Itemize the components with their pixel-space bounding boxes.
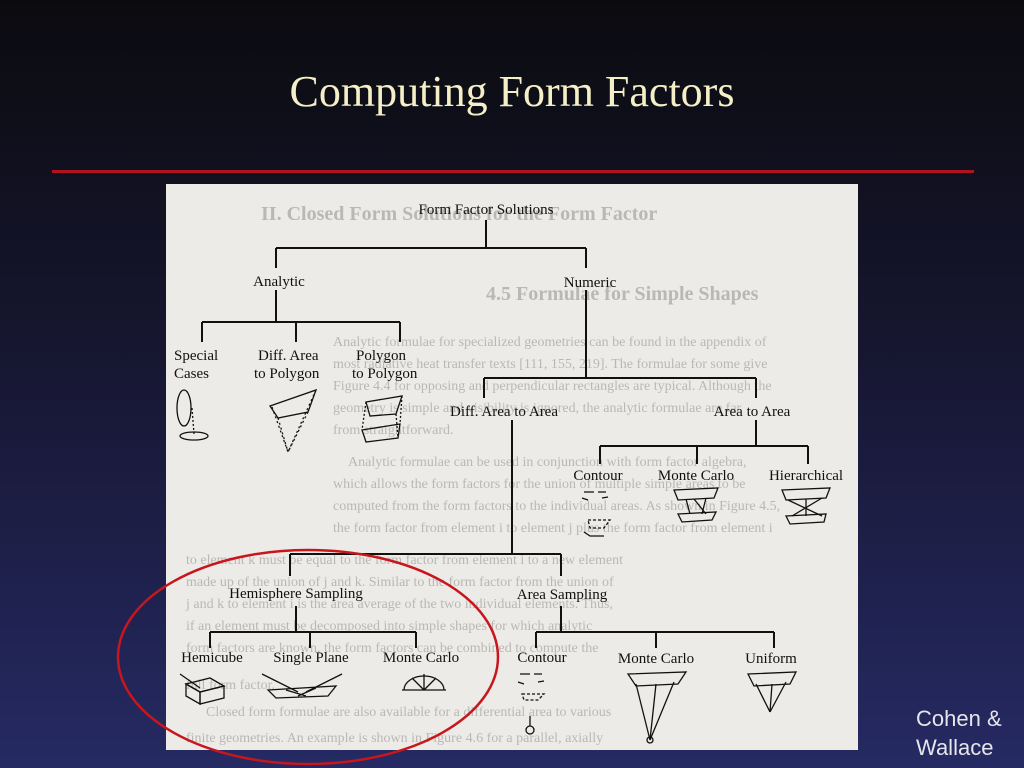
polygon-polygon-illustration — [361, 395, 403, 443]
node-polygon-polygon-line2: to Polygon — [352, 366, 418, 382]
bg-line: Figure 4.4 for opposing and perpendicula… — [333, 379, 772, 394]
node-contour-bottom: Contour — [517, 650, 566, 666]
node-hierarchical: Hierarchical — [769, 468, 843, 484]
monte-carlo-top-illustration — [673, 487, 719, 523]
node-diff-area-polygon-line2: to Polygon — [254, 366, 320, 382]
node-hemicube: Hemicube — [181, 650, 243, 666]
bg-line: to element k must be equal to the form f… — [186, 553, 623, 568]
bg-line: the form factor from element i to elemen… — [333, 521, 773, 536]
bg-line: geometry is simple and visibility is ign… — [333, 401, 742, 416]
contour-top-illustration — [581, 491, 612, 537]
bg-line: most radiative heat transfer texts [111,… — [333, 357, 768, 372]
node-diff-area-to-area: Diff. Area to Area — [450, 404, 558, 420]
uniform-illustration — [746, 671, 798, 713]
bg-heading-1: II. Closed Form Solutions for the Form F… — [261, 203, 657, 225]
node-form-factor-solutions: Form Factor Solutions — [418, 202, 553, 218]
credit-line-1: Cohen & — [916, 706, 1002, 731]
title-underline — [52, 170, 974, 173]
special-cases-illustration — [176, 389, 209, 441]
credit-line-2: Wallace — [916, 735, 994, 760]
contour-bottom-illustration — [517, 673, 546, 735]
node-contour-top: Contour — [573, 468, 622, 484]
node-hemisphere-sampling: Hemisphere Sampling — [229, 586, 363, 602]
node-special-cases-line2: Cases — [174, 366, 209, 382]
bg-line: Closed form formulae are also available … — [206, 705, 611, 720]
tree-connectors — [201, 220, 809, 648]
node-special-cases-line1: Special — [174, 348, 218, 364]
bg-line: Analytic formulae can be used in conjunc… — [348, 455, 746, 470]
node-monte-carlo-area: Monte Carlo — [618, 651, 694, 667]
node-analytic: Analytic — [253, 274, 305, 290]
bg-line: computed from the form factors to the in… — [333, 499, 780, 514]
node-uniform: Uniform — [745, 651, 797, 667]
node-single-plane: Single Plane — [273, 650, 349, 666]
bg-line: Analytic formulae for specialized geomet… — [333, 335, 767, 350]
monte-carlo-hemisphere-illustration — [402, 674, 446, 691]
node-diff-area-polygon-line1: Diff. Area — [258, 348, 319, 364]
credit-text: Cohen & Wallace — [916, 704, 1002, 762]
node-polygon-polygon-line1: Polygon — [356, 348, 407, 364]
bg-heading-2: 4.5 Formulae for Simple Shapes — [486, 283, 759, 305]
figure-canvas: II. Closed Form Solutions for the Form F… — [174, 202, 843, 746]
monte-carlo-area-illustration — [626, 671, 688, 744]
bg-line: which allows the form factors for the un… — [333, 477, 746, 492]
bg-line: finite geometries. An example is shown i… — [186, 731, 603, 746]
node-monte-carlo-top: Monte Carlo — [658, 468, 734, 484]
diff-area-polygon-illustration — [268, 388, 318, 453]
node-area-sampling: Area Sampling — [517, 587, 608, 603]
form-factor-tree-figure: II. Closed Form Solutions for the Form F… — [166, 184, 858, 750]
node-area-to-area: Area to Area — [714, 404, 791, 420]
node-monte-carlo-hemisphere: Monte Carlo — [383, 650, 459, 666]
node-numeric: Numeric — [564, 275, 617, 291]
hierarchical-illustration — [781, 487, 831, 525]
slide-title: Computing Form Factors — [289, 67, 735, 116]
